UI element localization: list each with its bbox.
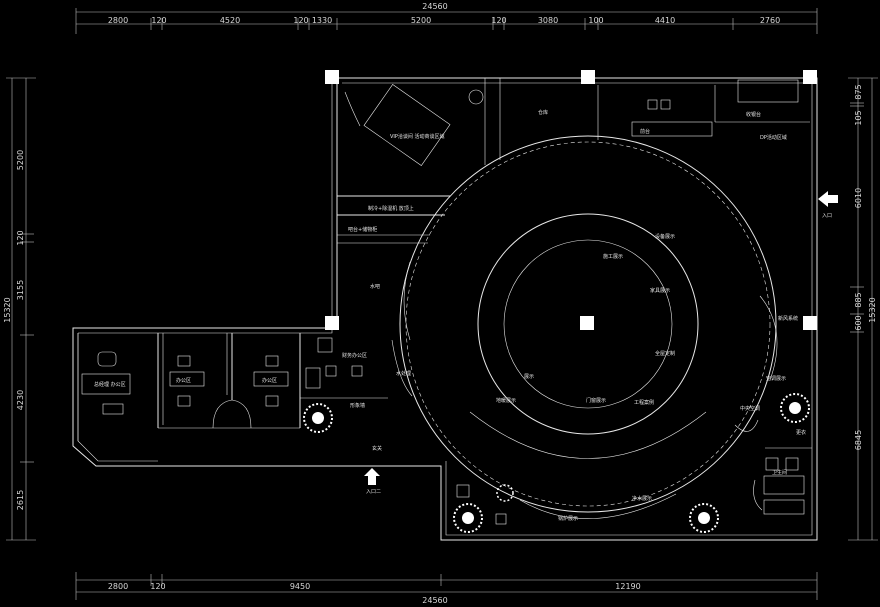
dp-area-label: DP活动区域 xyxy=(760,134,787,141)
ring-label-5: 展示 xyxy=(524,374,534,380)
top-dim-10: 4410 xyxy=(655,16,675,25)
ring-label-2: 施工展示 xyxy=(603,253,623,260)
bottom-dim-4: 12190 xyxy=(615,582,640,591)
bottom-total-dimension: 24560 xyxy=(422,596,447,605)
manager-office-label: 总经理 办公区 xyxy=(94,381,126,388)
top-dim-2: 120 xyxy=(151,16,166,25)
right-dimension-lines xyxy=(848,77,878,541)
top-dimension-lines xyxy=(75,8,818,34)
showcase-label: 形象墙 xyxy=(350,402,365,409)
right-dim-6: 6845 xyxy=(854,430,863,450)
ring-label-8: 地暖展示 xyxy=(496,397,516,404)
bottom-right-area xyxy=(753,447,812,515)
top-dim-8: 3080 xyxy=(538,16,558,25)
top-dim-4: 120 xyxy=(293,16,308,25)
plant-icon xyxy=(689,503,719,533)
column-icon xyxy=(580,316,594,330)
right-dim-3: 6010 xyxy=(854,188,863,208)
ring-label-12: 空调展示 xyxy=(766,375,786,382)
left-dim-2: 120 xyxy=(16,230,25,245)
ring-label-14: 水处理 xyxy=(396,370,411,377)
structural-columns xyxy=(325,70,817,330)
entrance-two-label: 入口二 xyxy=(366,489,381,495)
cashier-label: 收银台 xyxy=(746,111,761,118)
water-area-label: 水吧 xyxy=(370,283,380,290)
entrance-label: 入口 xyxy=(822,213,832,219)
top-dim-11: 2760 xyxy=(760,16,780,25)
right-dim-4: 885 xyxy=(854,292,863,307)
ring-label-9: 净水展示 xyxy=(632,495,652,502)
top-dim-3: 4520 xyxy=(220,16,240,25)
office-label-2: 办公区 xyxy=(262,377,277,384)
finance-office-label: 财务办公区 xyxy=(342,352,367,359)
top-dim-5: 1330 xyxy=(312,16,332,25)
right-dim-2: 105 xyxy=(854,110,863,125)
ring-label-3: 家具展示 xyxy=(650,287,670,294)
left-total-dimension: 15320 xyxy=(3,297,12,322)
right-dim-1: 875 xyxy=(854,84,863,99)
storage-label: 仓库 xyxy=(538,109,548,116)
bottom-dimension-lines xyxy=(75,572,818,600)
reception-label: 前台 xyxy=(640,128,650,135)
column-icon xyxy=(325,70,339,84)
reception-area xyxy=(597,79,810,140)
plant-icon xyxy=(780,393,810,423)
top-total-dimension: 24560 xyxy=(422,2,447,11)
column-icon xyxy=(325,316,339,330)
left-dimension-lines xyxy=(6,77,36,541)
top-dim-6: 5200 xyxy=(411,16,431,25)
top-dim-7: 120 xyxy=(491,16,506,25)
column-icon xyxy=(803,316,817,330)
changing-label: 更衣 xyxy=(796,429,806,436)
office-label-1: 办公区 xyxy=(176,377,191,384)
plant-icon xyxy=(303,403,333,433)
ring-label-1: 设备展示 xyxy=(655,233,675,240)
toilet-label: 卫生间 xyxy=(772,469,787,476)
bottom-dim-2: 120 xyxy=(150,582,165,591)
bottom-dim-3: 9450 xyxy=(290,582,310,591)
gate-label: 玄关 xyxy=(372,445,382,452)
ring-label-7: 门窗展示 xyxy=(586,397,606,404)
right-total-dimension: 15320 xyxy=(868,297,877,322)
vip-room xyxy=(337,78,501,244)
ring-label-6: 工程案例 xyxy=(634,399,654,406)
top-dim-1: 2800 xyxy=(108,16,128,25)
office-block xyxy=(77,333,388,441)
left-dim-5: 2615 xyxy=(16,490,25,510)
plant-icon xyxy=(496,484,514,502)
column-icon xyxy=(581,70,595,84)
exhibition-rotunda xyxy=(391,135,778,519)
left-dim-4: 4230 xyxy=(16,390,25,410)
left-dim-3: 3155 xyxy=(16,280,25,300)
ring-label-4: 全屋定制 xyxy=(655,350,675,357)
column-icon xyxy=(803,70,817,84)
plant-icon xyxy=(453,503,483,533)
arrow-icon xyxy=(818,191,838,207)
bottom-dim-1: 2800 xyxy=(108,582,128,591)
right-dim-5: 600 xyxy=(854,315,863,330)
ring-label-10: 锅炉展示 xyxy=(558,515,578,522)
vip-meeting-label: VIP洽谈间 活动商谈区域 xyxy=(390,133,445,140)
left-dim-1: 5200 xyxy=(16,150,25,170)
ring-label-13: 中央空调 xyxy=(740,405,760,412)
arrow-icon xyxy=(364,468,380,485)
tea-bar-label: 制冷+除湿机 放顶上 xyxy=(368,205,414,212)
water-bar-label: 吧台+储物柜 xyxy=(348,226,377,233)
top-dim-9: 100 xyxy=(588,16,603,25)
ring-label-11: 新风系统 xyxy=(778,315,798,322)
